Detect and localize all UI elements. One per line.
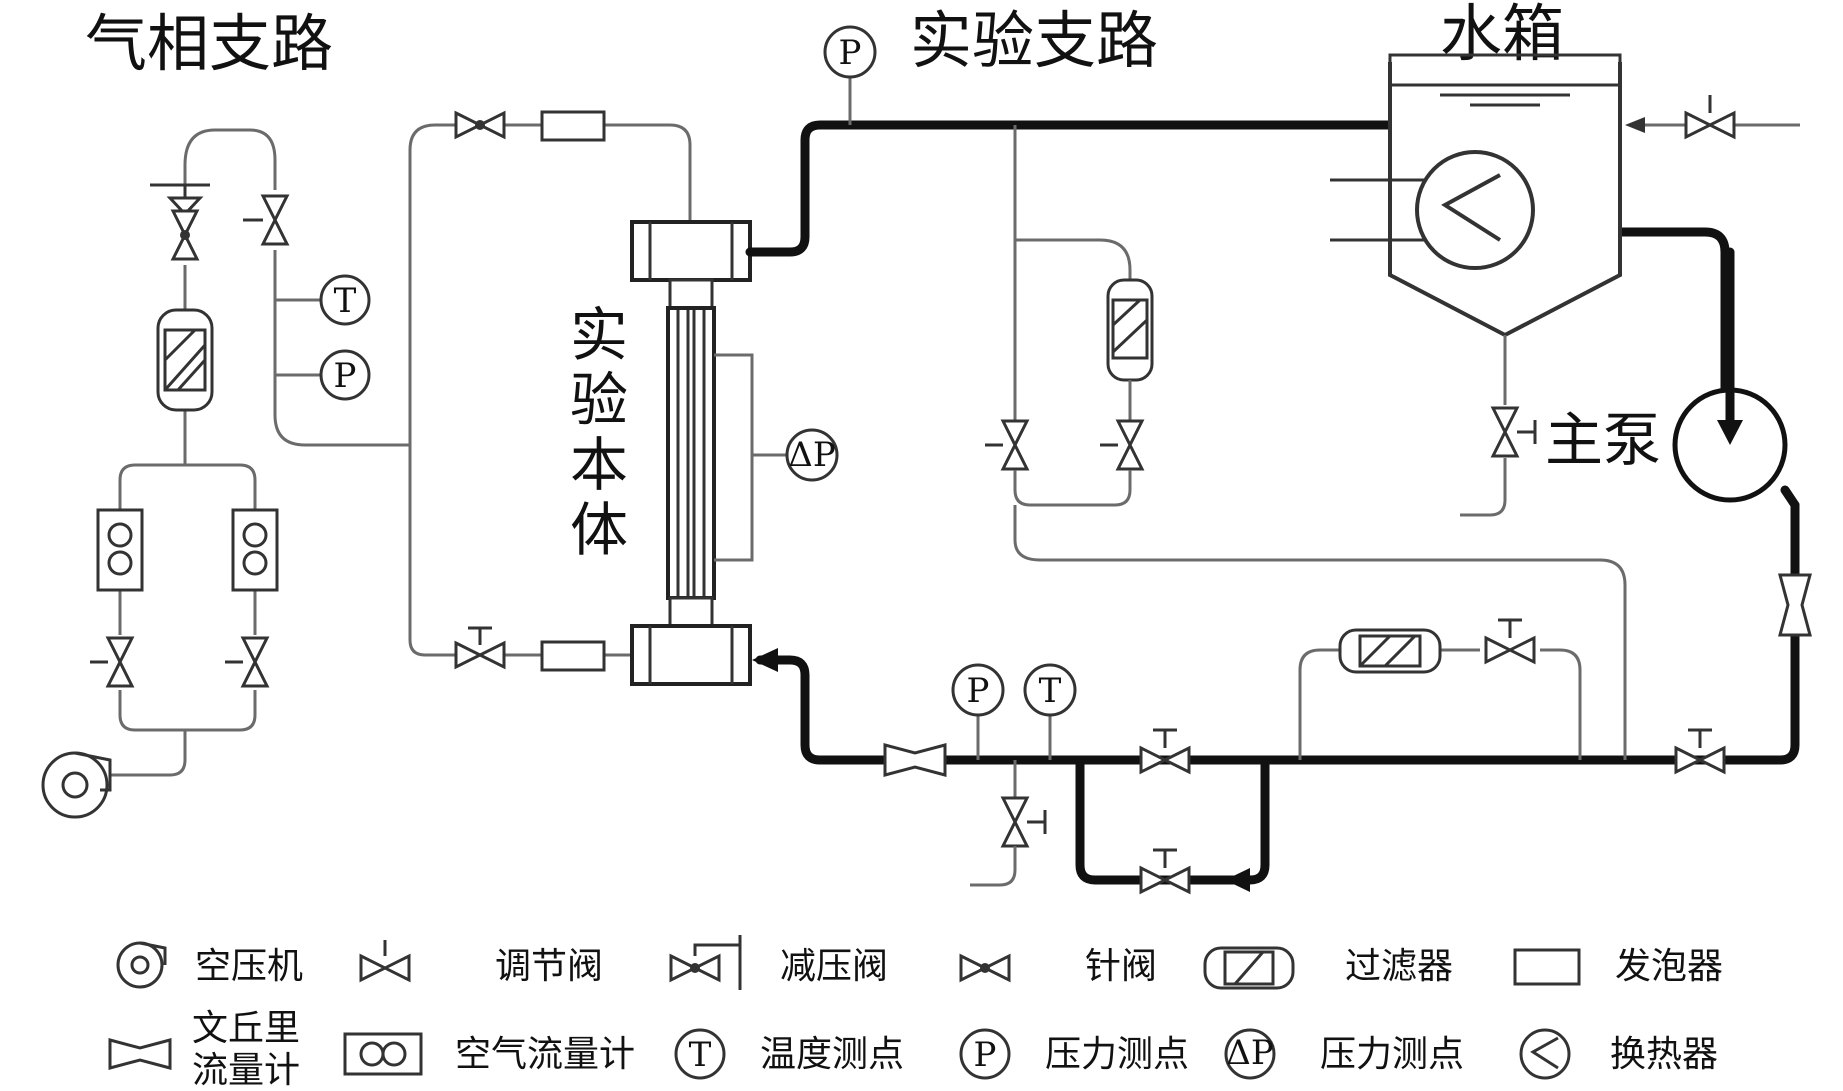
bottom-venturi	[883, 743, 947, 777]
legend-compressor: 空压机	[116, 941, 303, 989]
legend-needle-valve: 针阀	[959, 946, 1157, 987]
legend-letter-t: T	[689, 1035, 712, 1075]
legend-pressure-reducing-valve: 减压阀	[669, 935, 888, 990]
middle-valve-right	[1100, 419, 1144, 471]
legend-label-diff-pressure-point: 压力测点	[1320, 1034, 1464, 1075]
air-compressor	[41, 751, 112, 819]
legend-label-needle-valve: 针阀	[1085, 946, 1157, 987]
bottom-pressure-gauge: P	[951, 663, 1005, 717]
legend-heat-exchanger: 换热器	[1519, 1028, 1718, 1080]
test-branch-title: 实验支路	[910, 4, 1158, 77]
legend-label-regulating-valve: 调节阀	[495, 946, 603, 987]
gauge-letter-p-bottom: P	[967, 671, 990, 711]
tank-drain-valve	[1491, 406, 1537, 458]
bottom-filter	[1338, 628, 1442, 674]
gauge-letter-t-bottom: T	[1039, 671, 1062, 711]
air-flowmeter-left	[96, 508, 144, 592]
gauge-letter-t: T	[334, 281, 357, 321]
gas-branch-title: 气相支路	[85, 7, 333, 80]
legend-filter: 过滤器	[1203, 946, 1453, 990]
top-pressure-gauge: P	[823, 25, 877, 125]
legend: 空压机 调节阀 减压阀 针阀 过滤器 发泡器	[108, 935, 1723, 1091]
legend-letter-p: P	[974, 1035, 997, 1075]
water-tank	[1330, 53, 1800, 517]
legend-regulating-valve: 调节阀	[359, 940, 603, 987]
temperature-gauge: T	[319, 274, 371, 326]
right-bottom-valve	[1674, 728, 1726, 774]
gauge-letter-p: P	[334, 356, 357, 396]
legend-label-compressor: 空压机	[195, 946, 303, 987]
air-flowmeter-right	[231, 508, 279, 592]
legend-label-air-flowmeter: 空气流量计	[455, 1034, 635, 1075]
bottom-components: P T	[883, 618, 1726, 894]
gas-valve-left	[90, 636, 134, 688]
legend-pressure-point: P 压力测点	[959, 1028, 1189, 1080]
filter	[156, 308, 214, 412]
legend-label-heat-exchanger: 换热器	[1610, 1034, 1718, 1075]
main-pump-label: 主泵	[1545, 406, 1661, 474]
bypass-valve	[1139, 848, 1191, 894]
legend-label-pressure-point: 压力测点	[1045, 1034, 1189, 1075]
bottom-filter-valve	[1484, 618, 1536, 664]
legend-venturi: 文丘里 流量计	[108, 1008, 300, 1091]
tank-inlet-valve	[1684, 95, 1736, 139]
legend-label-venturi-2: 流量计	[192, 1050, 300, 1091]
gauge-letter-p-top: P	[839, 33, 862, 73]
test-body: ΔP	[630, 220, 839, 686]
gas-branch: T P	[41, 128, 410, 819]
legend-label-foam-generator: 发泡器	[1615, 946, 1723, 987]
middle-filter-branch	[985, 125, 1627, 760]
bottom-temperature-gauge: T	[1023, 663, 1077, 717]
legend-foam-generator: 发泡器	[1513, 946, 1723, 987]
pressure-gauge: P	[319, 349, 371, 401]
legend-label-filter: 过滤器	[1345, 946, 1453, 987]
regulating-valve	[243, 194, 289, 246]
lower-needle-valve	[454, 626, 506, 669]
heat-exchanger	[1330, 150, 1535, 270]
legend-letter-dp: ΔP	[1226, 1033, 1273, 1073]
diff-pressure-gauge: ΔP	[785, 428, 839, 482]
middle-valve-left	[985, 419, 1029, 471]
pressure-reducing-valve	[150, 183, 210, 261]
test-body-char-4: 体	[570, 496, 628, 564]
legend-label-temperature-point: 温度测点	[760, 1034, 904, 1075]
legend-label-venturi-1: 文丘里	[192, 1008, 300, 1049]
test-body-char-3: 本	[570, 431, 628, 499]
water-tank-title: 水箱	[1440, 0, 1564, 70]
upper-needle-valve	[454, 111, 506, 139]
gas-injection-lines	[408, 110, 692, 672]
main-loop	[745, 120, 1800, 892]
main-pump	[1672, 247, 1788, 503]
bottom-drain-valve	[1001, 796, 1047, 848]
legend-label-pressure-reducing-valve: 减压阀	[780, 946, 888, 987]
test-body-char-2: 验	[570, 366, 628, 434]
lower-foam-generator	[540, 640, 606, 672]
legend-temperature-point: T 温度测点	[674, 1028, 904, 1080]
upper-foam-generator	[540, 110, 606, 142]
gas-valve-right	[225, 636, 269, 688]
legend-diff-pressure-point: ΔP 压力测点	[1224, 1028, 1464, 1080]
gauge-letter-dp: ΔP	[788, 435, 835, 475]
test-body-label: 实 验 本 体	[570, 301, 628, 564]
right-venturi	[1778, 573, 1812, 637]
test-body-char-1: 实	[570, 301, 628, 369]
bottom-valve-1	[1139, 728, 1191, 774]
legend-air-flowmeter: 空气流量计	[343, 1032, 635, 1076]
